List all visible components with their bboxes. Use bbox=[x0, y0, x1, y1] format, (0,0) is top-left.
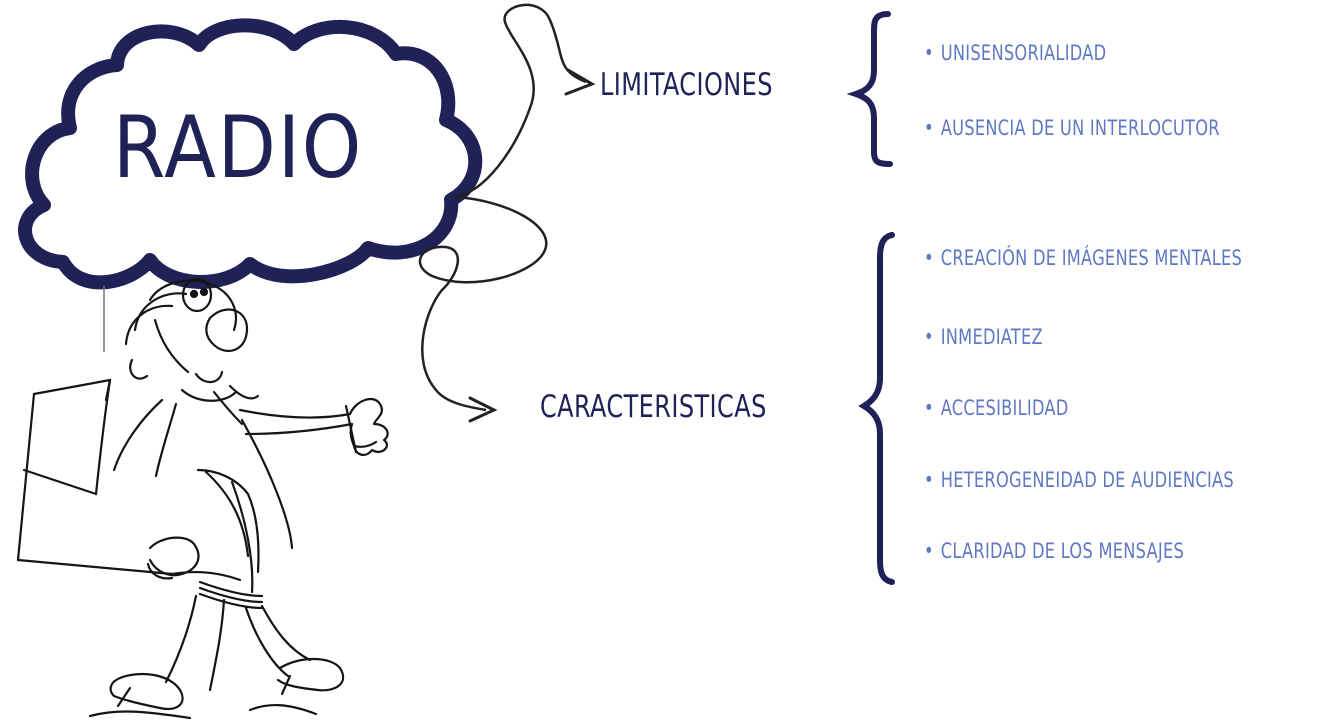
diagram-title: RADIO bbox=[112, 98, 364, 198]
arrowhead-limitaciones bbox=[564, 68, 596, 96]
brace-limitaciones bbox=[846, 11, 893, 167]
list-item: •CLARIDAD DE LOS MENSAJES bbox=[924, 539, 1184, 563]
brace-caracteristicas bbox=[858, 232, 895, 585]
list-item-text: AUSENCIA DE UN INTERLOCUTOR bbox=[940, 116, 1220, 140]
bullet-icon: • bbox=[924, 246, 934, 270]
cartoon-man-illustration bbox=[16, 277, 389, 720]
list-item-text: UNISENSORIALIDAD bbox=[940, 41, 1107, 65]
bullet-icon: • bbox=[924, 396, 934, 420]
list-item-text: ACCESIBILIDAD bbox=[940, 396, 1069, 420]
list-item: •INMEDIATEZ bbox=[924, 325, 1043, 349]
list-item: •ACCESIBILIDAD bbox=[924, 396, 1069, 420]
list-item-text: CREACIÓN DE IMÁGENES MENTALES bbox=[940, 246, 1243, 270]
bullet-icon: • bbox=[924, 116, 934, 140]
category-caracteristicas-label: CARACTERISTICAS bbox=[540, 389, 767, 425]
arrowhead-caracteristicas bbox=[468, 396, 498, 423]
list-item-text: CLARIDAD DE LOS MENSAJES bbox=[940, 539, 1185, 563]
cloud-shape bbox=[18, 18, 483, 290]
bullet-icon: • bbox=[924, 539, 934, 563]
category-limitaciones-label: LIMITACIONES bbox=[600, 67, 773, 103]
list-item: •UNISENSORIALIDAD bbox=[924, 41, 1106, 65]
list-item: •HETEROGENEIDAD DE AUDIENCIAS bbox=[924, 468, 1234, 492]
list-item-text: HETEROGENEIDAD DE AUDIENCIAS bbox=[940, 468, 1234, 492]
connector-to-caracteristicas bbox=[418, 195, 548, 412]
bullet-icon: • bbox=[924, 468, 934, 492]
list-item: •AUSENCIA DE UN INTERLOCUTOR bbox=[924, 116, 1220, 140]
list-item-text: INMEDIATEZ bbox=[940, 325, 1043, 349]
bullet-icon: • bbox=[924, 325, 934, 349]
connector-to-limitaciones bbox=[454, 3, 587, 199]
list-item: •CREACIÓN DE IMÁGENES MENTALES bbox=[924, 246, 1242, 270]
bullet-icon: • bbox=[924, 41, 934, 65]
